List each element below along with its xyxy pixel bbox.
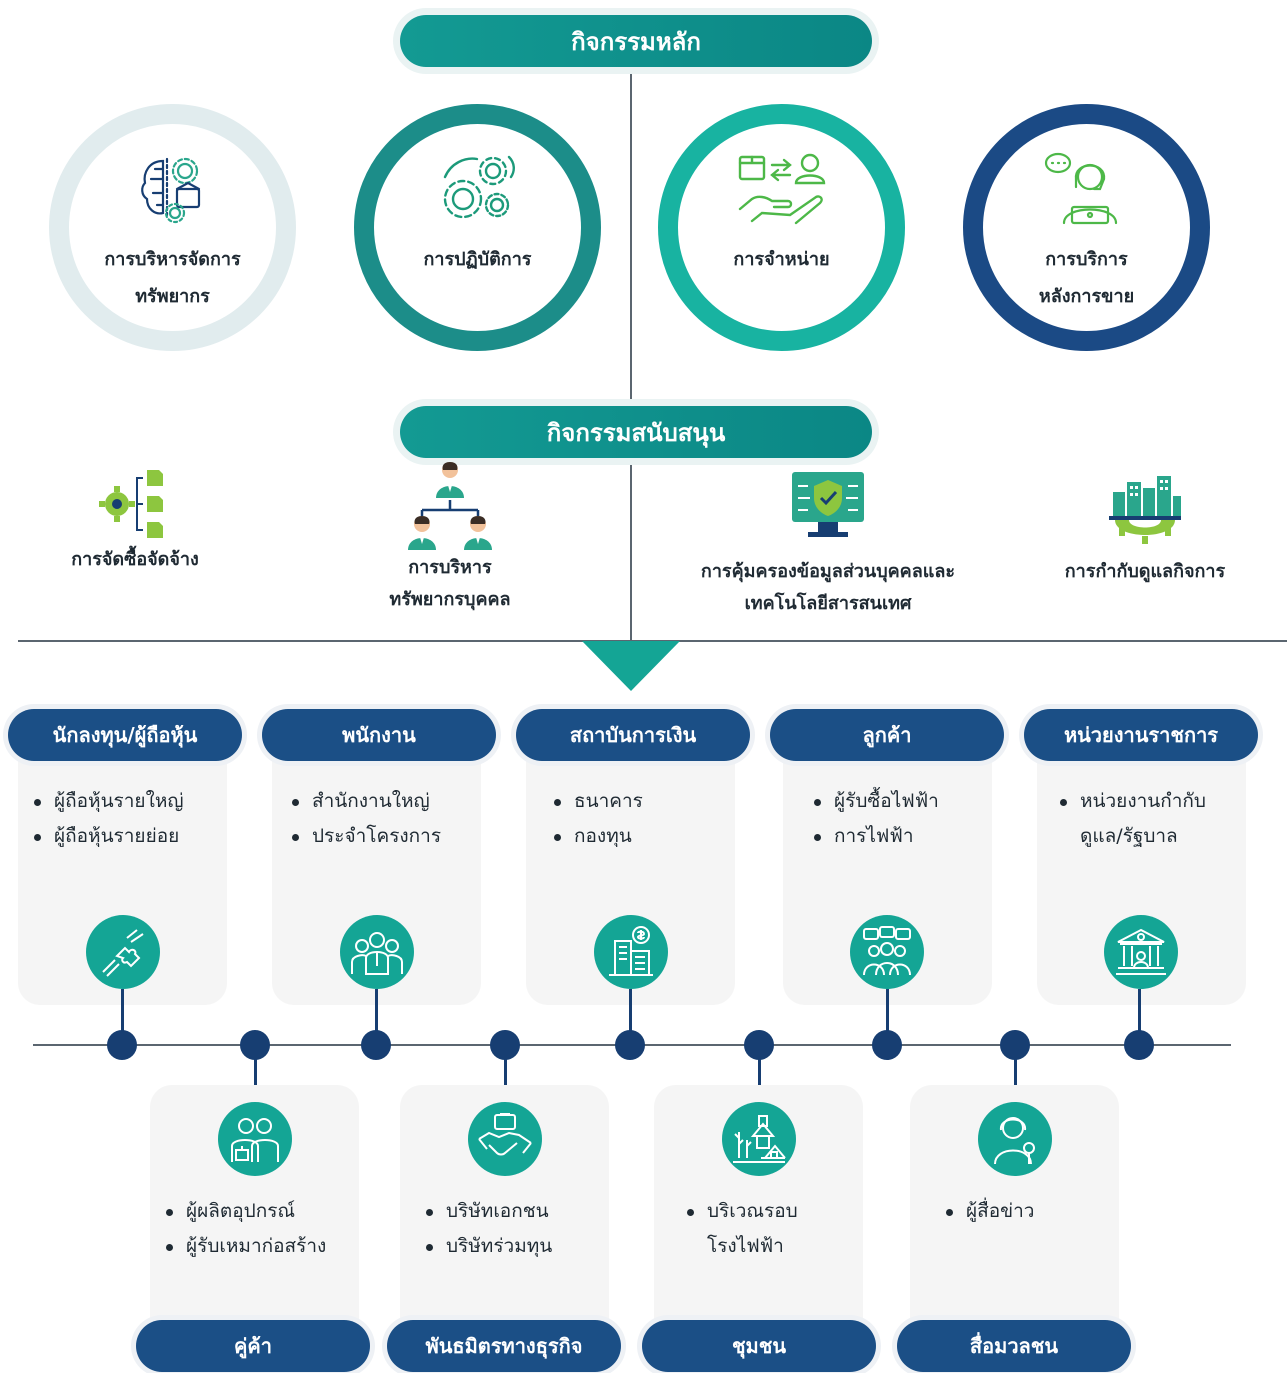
- bullet-list: ผู้ถือหุ้นรายใหญ่ ผู้ถือหุ้นรายย่อย: [32, 784, 184, 854]
- timeline-node: [872, 1030, 902, 1060]
- brain-gears-icon: [133, 149, 213, 233]
- support-activities-title: กิจกรรมสนับสนุน: [400, 406, 872, 458]
- timeline-node: [490, 1030, 520, 1060]
- connector-line: [1014, 1045, 1017, 1105]
- delivery-hand-icon: [732, 149, 832, 233]
- list-item: บริษัทร่วมทุน: [424, 1229, 552, 1264]
- partners-people-icon: [218, 1102, 292, 1176]
- org-chart-people-icon: [300, 458, 600, 552]
- connector-line: [121, 989, 124, 1045]
- stakeholder-employees-pill: พนักงาน: [262, 709, 496, 761]
- connector-line: [886, 989, 889, 1045]
- call-center-agent-icon: [1042, 149, 1132, 233]
- connector-line: [504, 1045, 507, 1105]
- list-item: ผู้ผลิตอุปกรณ์: [164, 1194, 326, 1229]
- core-operations: การปฏิบัติการ: [354, 104, 601, 351]
- list-item: กองทุน: [552, 819, 643, 854]
- core-activities-title: กิจกรรมหลัก: [400, 15, 872, 67]
- stakeholder-community-pill: ชุมชน: [642, 1320, 876, 1372]
- bullet-list: ผู้ผลิตอุปกรณ์ ผู้รับเหมาก่อสร้าง: [164, 1194, 326, 1264]
- timeline-node: [1124, 1030, 1154, 1060]
- down-arrow-icon: [582, 641, 680, 691]
- shield-monitor-icon: [668, 468, 988, 556]
- connector-line: [254, 1045, 257, 1105]
- bullet-list: หน่วยงานกำกับ ดูแล/รัฐบาล: [1058, 784, 1260, 854]
- core-resource-management: การบริหารจัดการ ทรัพยากร: [49, 104, 296, 351]
- list-item: ผู้ถือหุ้นรายย่อย: [32, 819, 184, 854]
- stakeholder-media-pill: สื่อมวลชน: [897, 1320, 1131, 1372]
- timeline-node: [744, 1030, 774, 1060]
- customers-hearts-icon: [850, 915, 924, 989]
- list-item: ดูแล/รัฐบาล: [1080, 825, 1178, 847]
- list-item: ธนาคาร: [552, 784, 643, 819]
- government-building-icon: [1104, 915, 1178, 989]
- bullet-list: บริษัทเอกชน บริษัทร่วมทุน: [424, 1194, 552, 1264]
- timeline-node: [361, 1030, 391, 1060]
- list-item: ผู้สื่อข่าว: [944, 1194, 1034, 1229]
- core-label: การบริการ หลังการขาย: [1038, 249, 1135, 307]
- bullet-list: ผู้สื่อข่าว: [944, 1194, 1034, 1229]
- timeline-node: [1000, 1030, 1030, 1060]
- stakeholder-financial-institutions-pill: สถาบันการเงิน: [516, 709, 750, 761]
- city-gear-icon: [1040, 468, 1250, 556]
- list-item: ประจำโครงการ: [290, 819, 441, 854]
- stakeholder-investors-pill: นักลงทุน/ผู้ถือหุ้น: [8, 709, 242, 761]
- bullet-list: ธนาคาร กองทุน: [552, 784, 643, 854]
- procurement-gear-icon: [35, 466, 235, 544]
- reporter-microphone-icon: [978, 1102, 1052, 1176]
- core-label: การปฏิบัติการ: [423, 249, 532, 270]
- bank-building-dollar-icon: [594, 915, 668, 989]
- list-item: โรงไฟฟ้า: [707, 1235, 784, 1257]
- puzzle-hands-icon: [86, 915, 160, 989]
- list-item: ผู้รับซื้อไฟฟ้า: [812, 784, 939, 819]
- list-item: บริษัทเอกชน: [424, 1194, 552, 1229]
- list-item: หน่วยงานกำกับ: [1080, 790, 1206, 812]
- timeline-node: [615, 1030, 645, 1060]
- core-after-sales: การบริการ หลังการขาย: [963, 104, 1210, 351]
- center-divider-line: [630, 66, 632, 640]
- gears-icon: [435, 149, 521, 233]
- stakeholder-customers-pill: ลูกค้า: [770, 709, 1004, 761]
- bullet-list: ผู้รับซื้อไฟฟ้า การไฟฟ้า: [812, 784, 939, 854]
- core-label: การจำหน่าย: [733, 249, 830, 270]
- bullet-list: บริเวณรอบ โรงไฟฟ้า: [685, 1194, 877, 1264]
- stakeholder-business-partners-pill: พันธมิตรทางธุรกิจ: [387, 1320, 621, 1372]
- support-governance: การกำกับดูแลกิจการ: [1040, 468, 1250, 588]
- connector-line: [629, 989, 632, 1045]
- list-item: ผู้รับเหมาก่อสร้าง: [164, 1229, 326, 1264]
- timeline-node: [107, 1030, 137, 1060]
- list-item: ผู้ถือหุ้นรายใหญ่: [32, 784, 184, 819]
- support-hr: การบริหาร ทรัพยากรบุคคล: [300, 458, 600, 616]
- employees-group-icon: [340, 915, 414, 989]
- core-label: การบริหารจัดการ ทรัพยากร: [104, 249, 241, 307]
- connector-line: [1138, 989, 1141, 1045]
- list-item: บริเวณรอบ: [707, 1200, 798, 1222]
- timeline-node: [240, 1030, 270, 1060]
- core-distribution: การจำหน่าย: [658, 104, 905, 351]
- support-procurement: การจัดซื้อจัดจ้าง: [35, 466, 235, 576]
- stakeholder-government-pill: หน่วยงานราชการ: [1024, 709, 1258, 761]
- handshake-briefcase-icon: [468, 1102, 542, 1176]
- connector-line: [758, 1045, 761, 1105]
- list-item: การไฟฟ้า: [812, 819, 939, 854]
- support-data-protection: การคุ้มครองข้อมูลส่วนบุคคลและ เทคโนโลยีส…: [668, 468, 988, 620]
- bullet-list: สำนักงานใหญ่ ประจำโครงการ: [290, 784, 441, 854]
- list-item: สำนักงานใหญ่: [290, 784, 441, 819]
- community-house-icon: [722, 1102, 796, 1176]
- stakeholder-suppliers-pill: คู่ค้า: [136, 1320, 370, 1372]
- connector-line: [375, 989, 378, 1045]
